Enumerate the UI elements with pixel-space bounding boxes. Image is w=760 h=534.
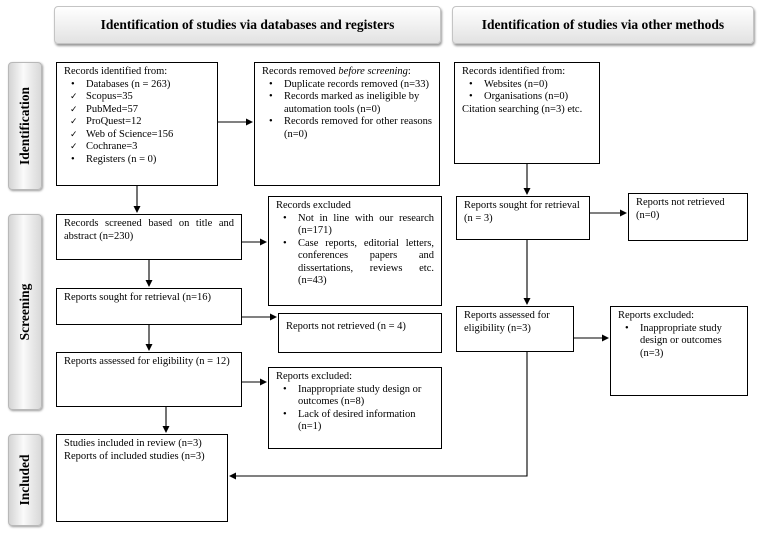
stage-identification: Identification	[8, 62, 42, 190]
db-source-item: Registers (n = 0)	[64, 154, 210, 167]
other-excluded-title: Reports excluded:	[618, 310, 695, 321]
db-source-item: PubMed=57	[64, 104, 210, 117]
db-source-list: Databases (n = 263) Scopus=35 PubMed=57 …	[64, 79, 210, 167]
excluded2-item: Lack of desired information (n=1)	[276, 409, 434, 434]
box-other-not-retrieved: Reports not retrieved (n=0)	[628, 193, 748, 241]
other-source-item: Websites (n=0)	[462, 79, 592, 92]
excluded2-title: Reports excluded:	[276, 371, 353, 382]
removed-item: Records removed for other reasons (n=0)	[262, 116, 432, 141]
header-other-methods: Identification of studies via other meth…	[452, 6, 754, 44]
header-databases-label: Identification of studies via databases …	[100, 17, 395, 32]
box-reports-sought: Reports sought for retrieval (n=16)	[56, 288, 242, 325]
removed-list: Duplicate records removed (n=33) Records…	[262, 79, 432, 142]
stage-included: Included	[8, 434, 42, 526]
db-source-item: Web of Science=156	[64, 129, 210, 142]
db-source-item: Scopus=35	[64, 91, 210, 104]
other-excluded-item: Inappropriate study design or outcomes (…	[618, 323, 740, 361]
other-identified-title: Records identified from:	[462, 66, 566, 77]
removed-title: Records removed before screening:	[262, 66, 411, 77]
assessed-text: Reports assessed for eligibility (n = 12…	[64, 356, 230, 367]
removed-item: Records marked as ineligible by automati…	[262, 91, 432, 116]
box-records-screened: Records screened based on title and abst…	[56, 214, 242, 260]
box-records-identified-other: Records identified from: Websites (n=0) …	[454, 62, 600, 164]
excluded1-title: Records excluded	[276, 200, 351, 211]
box-reports-excluded: Reports excluded: Inappropriate study de…	[268, 367, 442, 449]
other-source-item: Organisations (n=0)	[462, 91, 592, 104]
excluded1-item: Not in line with our research (n=171)	[276, 213, 434, 238]
db-source-item: ProQuest=12	[64, 116, 210, 129]
db-source-item: Databases (n = 263)	[64, 79, 210, 92]
box-other-reports-excluded: Reports excluded: Inappropriate study de…	[610, 306, 748, 396]
sought-text: Reports sought for retrieval (n=16)	[64, 292, 212, 303]
box-other-reports-sought: Reports sought for retrieval (n = 3)	[456, 196, 590, 240]
arrow-other-assessed-to-included	[229, 352, 528, 480]
header-databases: Identification of studies via databases …	[54, 6, 441, 44]
excluded1-item: Case reports, editorial letters, confere…	[276, 238, 434, 288]
box-reports-assessed: Reports assessed for eligibility (n = 12…	[56, 352, 242, 407]
excluded2-item: Inappropriate study design or outcomes (…	[276, 384, 434, 409]
included-reports-text: Reports of included studies (n=3)	[64, 450, 205, 462]
other-sought-text: Reports sought for retrieval (n = 3)	[464, 200, 580, 224]
other-identified-footer: Citation searching (n=3) etc.	[462, 103, 583, 115]
db-identified-title: Records identified from:	[64, 66, 168, 77]
header-other-label: Identification of studies via other meth…	[481, 17, 725, 32]
other-not-retrieved-text: Reports not retrieved (n=0)	[636, 197, 725, 221]
stage-screening: Screening	[8, 214, 42, 410]
excluded2-list: Inappropriate study design or outcomes (…	[276, 384, 434, 434]
box-records-identified-db: Records identified from: Databases (n = …	[56, 62, 218, 186]
box-reports-not-retrieved: Reports not retrieved (n = 4)	[278, 313, 442, 353]
not-retrieved-text: Reports not retrieved (n = 4)	[286, 321, 406, 332]
box-studies-included: Studies included in review (n=3) Reports…	[56, 434, 228, 522]
other-source-list: Websites (n=0) Organisations (n=0)	[462, 79, 592, 104]
other-excluded-list: Inappropriate study design or outcomes (…	[618, 323, 740, 361]
other-assessed-text: Reports assessed for eligibility (n=3)	[464, 310, 550, 334]
box-other-reports-assessed: Reports assessed for eligibility (n=3)	[456, 306, 574, 352]
included-studies-text: Studies included in review (n=3)	[64, 438, 202, 449]
removed-item: Duplicate records removed (n=33)	[262, 79, 432, 92]
box-records-excluded: Records excluded Not in line with our re…	[268, 196, 442, 306]
box-records-removed: Records removed before screening: Duplic…	[254, 62, 440, 186]
excluded1-list: Not in line with our research (n=171) Ca…	[276, 213, 434, 288]
screened-text: Records screened based on title and abst…	[64, 218, 234, 242]
db-source-item: Cochrane=3	[64, 141, 210, 154]
